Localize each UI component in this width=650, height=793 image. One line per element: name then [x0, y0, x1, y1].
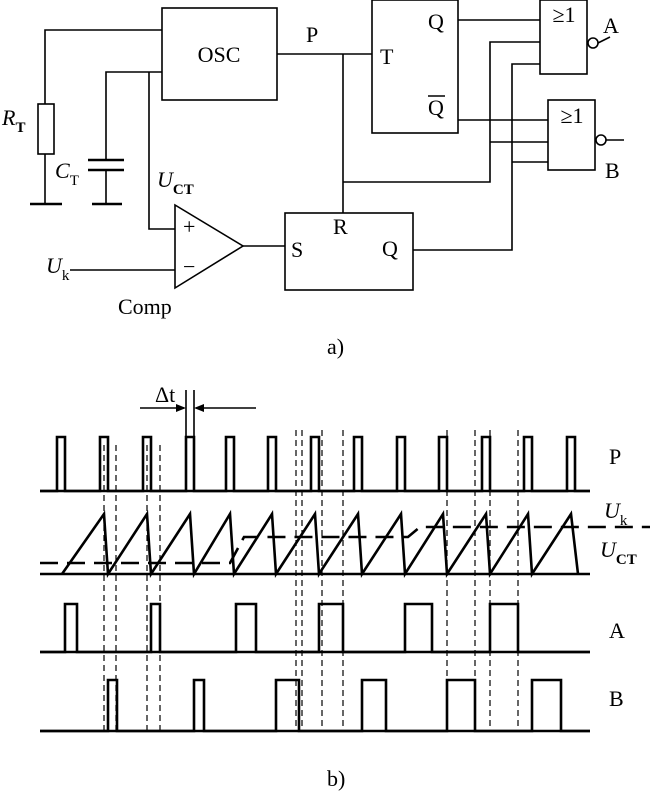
uk-signal-label: Uk	[604, 498, 628, 529]
comparator-plus-label: +	[183, 214, 195, 239]
comparator-minus-label: −	[183, 254, 195, 279]
circuit-diagram: OSC T Q Q S R Q + − Comp ≥1 A ≥1 B	[1, 0, 624, 359]
p-node-label: P	[306, 22, 318, 47]
delta-t-label: Δt	[155, 382, 175, 407]
wire-p-to-gate-a	[343, 41, 540, 183]
b-pulse-train	[40, 678, 590, 733]
comparator-label: Comp	[118, 294, 172, 319]
p-pulse-train	[40, 435, 590, 493]
gate-b-inverter-bubble	[595, 134, 607, 146]
gate-a-inverter-bubble	[587, 37, 599, 49]
uk-label: Uk	[46, 253, 70, 284]
alignment-guides	[103, 430, 519, 730]
delta-t-right-arrowhead	[194, 404, 204, 412]
wire-uct-to-comp	[148, 72, 175, 230]
uct-sawtooth	[60, 509, 580, 579]
a-pulse-train	[40, 602, 590, 654]
p-signal-label: P	[609, 444, 621, 469]
comparator	[174, 203, 245, 290]
rs-flipflop	[284, 212, 414, 291]
uk-threshold-dashed	[40, 525, 650, 565]
circuit-wires	[70, 19, 548, 271]
s-input-label: S	[291, 237, 303, 262]
caption-b: b)	[327, 766, 345, 791]
gate-b-symbol: ≥1	[560, 103, 583, 128]
r-input-label: R	[333, 214, 348, 239]
timing-rc-network	[30, 29, 162, 206]
wire-rsq-to-gate-a	[413, 63, 540, 251]
rs-q-output-label: Q	[382, 236, 398, 261]
q-output-label: Q	[428, 9, 444, 34]
b-signal-label: B	[609, 686, 624, 711]
gate-a-symbol: ≥1	[552, 2, 575, 27]
nor-gate-b	[547, 99, 596, 171]
output-a-label: A	[603, 13, 619, 38]
t-input-label: T	[380, 44, 394, 69]
ct-label: CT	[55, 158, 79, 189]
delta-t-left-arrowhead	[176, 404, 186, 412]
nor-gate-a	[539, 0, 588, 75]
rt-label: RT	[1, 105, 25, 136]
output-a-wire	[597, 36, 611, 44]
uct-label: UCT	[157, 167, 194, 198]
uct-signal-label: UCT	[600, 537, 637, 568]
t-flipflop	[371, 0, 459, 134]
resistor-rt	[37, 103, 55, 155]
qbar-output-label: Q	[428, 95, 444, 120]
osc-block	[161, 7, 278, 101]
a-signal-label: A	[609, 618, 625, 643]
osc-label: OSC	[198, 42, 241, 67]
caption-a: a)	[327, 334, 344, 359]
timing-diagram: Δt P Uk UCT A B b)	[40, 382, 650, 791]
output-b-label: B	[605, 158, 620, 183]
